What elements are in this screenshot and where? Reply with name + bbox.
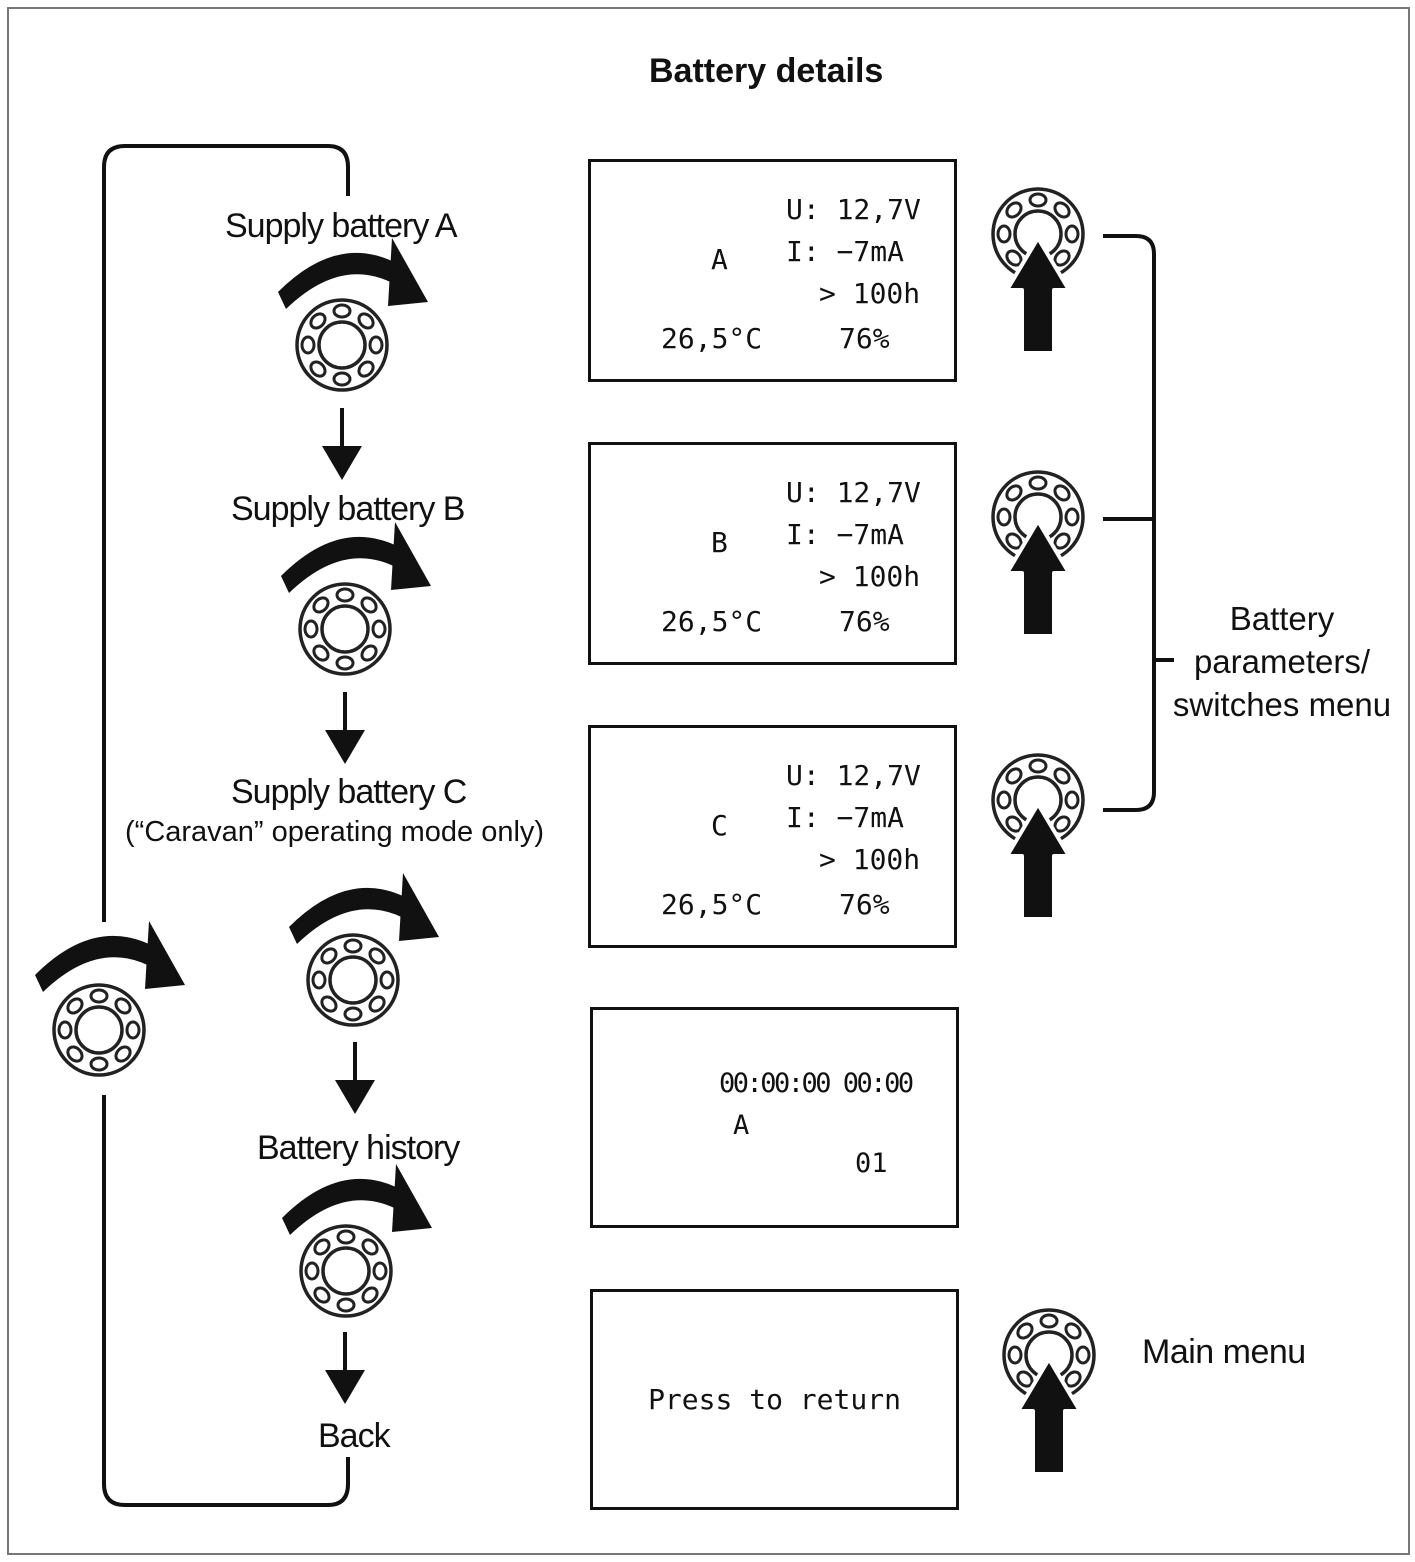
rotary-knob-icon: [299, 1224, 393, 1318]
current-value: I: −7mA: [786, 518, 905, 551]
step-note-caravan-mode: (“Caravan” operating mode only): [125, 816, 545, 848]
battery-letter: C: [711, 809, 728, 842]
current-value: I: −7mA: [786, 801, 905, 834]
rotate-clockwise-icon: [282, 1164, 432, 1235]
rotary-knob-icon: [295, 298, 389, 392]
battery-parameters-switches-menu-label: Battery parameters/ switches menu: [1160, 598, 1404, 727]
voltage-value: U: 12,7V: [786, 193, 921, 226]
charge-value: 76%: [839, 322, 890, 355]
history-entry-number: 01: [855, 1148, 888, 1179]
charge-value: 76%: [839, 888, 890, 921]
rotate-clockwise-icon: [289, 873, 439, 944]
rotary-knob-icon: [298, 582, 392, 676]
temperature-value: 26,5°C: [661, 888, 763, 921]
rotate-clockwise-icon: [278, 238, 428, 309]
screen-supply-battery-c: C U: 12,7V I: −7mA > 100h 26,5°C 76%: [588, 725, 957, 948]
screen-battery-history: 00:00:00 00:00 A 01: [590, 1007, 959, 1228]
menu-bracket: [1103, 234, 1174, 812]
main-menu-label: Main menu: [1142, 1333, 1306, 1371]
screen-supply-battery-b: B U: 12,7V I: −7mA > 100h 26,5°C 76%: [588, 442, 957, 665]
history-battery-letter: A: [733, 1110, 750, 1141]
rotary-knob-icon: [52, 983, 146, 1077]
down-arrow: [323, 690, 367, 766]
temperature-value: 26,5°C: [661, 322, 763, 355]
screen-supply-battery-a: A U: 12,7V I: −7mA > 100h 26,5°C 76%: [588, 159, 957, 382]
step-label-back: Back: [318, 1417, 391, 1455]
charge-value: 76%: [839, 605, 890, 638]
remaining-time-value: > 100h: [819, 277, 921, 310]
current-value: I: −7mA: [786, 235, 905, 268]
step-label-battery-history: Battery history: [257, 1129, 460, 1167]
remaining-time-value: > 100h: [819, 560, 921, 593]
page-title: Battery details: [649, 52, 884, 90]
press-to-return-text: Press to return: [648, 1383, 901, 1416]
menu-label-line: switches menu: [1172, 685, 1392, 723]
step-label-supply-battery-c: Supply battery C: [231, 773, 467, 811]
history-timestamp: 00:00:00 00:00: [719, 1068, 914, 1099]
screen-back: Press to return: [590, 1289, 959, 1510]
rotary-knob-icon: [306, 933, 400, 1027]
menu-label-line: Battery: [1229, 600, 1335, 637]
down-arrow: [323, 1330, 367, 1406]
rotate-clockwise-icon: [281, 522, 431, 593]
loop-line-top: [102, 144, 350, 922]
step-label-supply-battery-a: Supply battery A: [225, 207, 458, 245]
down-arrow: [320, 406, 364, 482]
voltage-value: U: 12,7V: [786, 476, 921, 509]
menu-label-line: parameters/: [1193, 642, 1371, 680]
temperature-value: 26,5°C: [661, 605, 763, 638]
battery-letter: A: [711, 243, 728, 276]
battery-letter: B: [711, 526, 728, 559]
remaining-time-value: > 100h: [819, 843, 921, 876]
down-arrow: [333, 1040, 377, 1116]
loop-line-bottom: [102, 1095, 350, 1507]
voltage-value: U: 12,7V: [786, 759, 921, 792]
rotate-clockwise-icon: [35, 921, 185, 992]
step-label-supply-battery-b: Supply battery B: [231, 490, 465, 528]
outer-frame: [7, 7, 1410, 1555]
